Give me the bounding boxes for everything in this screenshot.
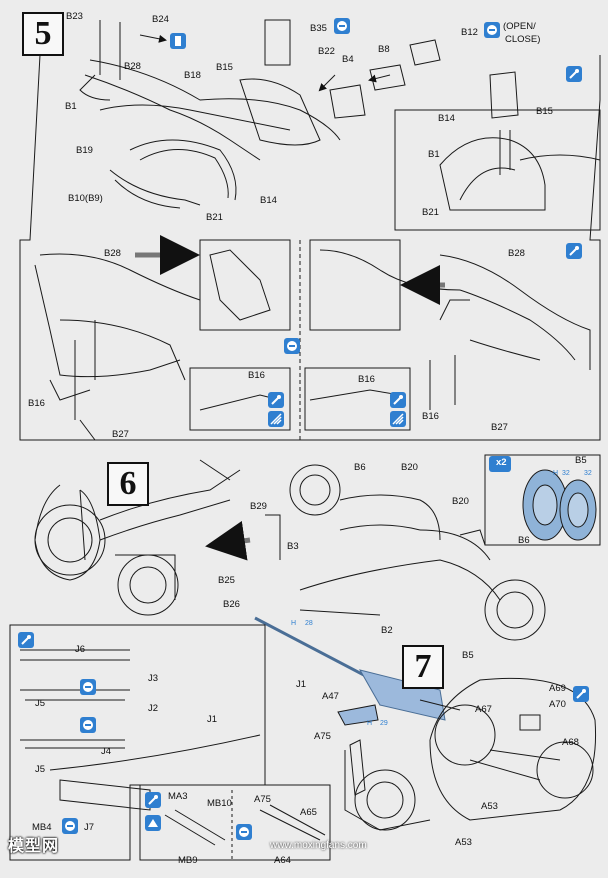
step-number-7: 7 — [402, 645, 444, 689]
part-label: B20 — [401, 462, 418, 473]
part-label: J1 — [296, 679, 307, 690]
part-label: B20 — [452, 496, 469, 507]
paint-icon — [390, 411, 406, 427]
watermark-brand: 模型网 — [8, 838, 60, 855]
step-number-6: 6 — [107, 462, 149, 506]
part-label: A53 — [481, 801, 498, 812]
part-label: B14 — [260, 195, 277, 206]
part-label: B4 — [342, 54, 354, 65]
optional-icon — [334, 18, 350, 34]
part-label: B2 — [381, 625, 393, 636]
part-label: J1 — [207, 714, 218, 725]
part-label: J2 — [148, 703, 159, 714]
part-label: B25 — [218, 575, 235, 586]
optional-icon — [80, 717, 96, 733]
part-label: B27 — [112, 429, 129, 440]
part-label: J6 — [75, 644, 86, 655]
glue-icon — [566, 243, 582, 259]
part-label: B28 — [508, 248, 525, 259]
part-label: B24 — [152, 14, 169, 25]
part-label: B28 — [104, 248, 121, 259]
part-label: B5 — [575, 455, 587, 466]
part-label: MB4 — [32, 822, 52, 833]
part-label: A64 — [274, 855, 291, 866]
part-label: B21 — [422, 207, 439, 218]
part-label: A67 — [475, 704, 492, 715]
sprue-tag: H — [367, 720, 373, 727]
sprue-tag: H — [553, 470, 559, 477]
part-label: B19 — [76, 145, 93, 156]
part-label: B15 — [536, 106, 553, 117]
glue-icon — [18, 632, 34, 648]
sprue-number: 29 — [380, 720, 388, 727]
part-label: J5 — [35, 698, 46, 709]
optional-icon — [484, 22, 500, 38]
optional-icon — [62, 818, 78, 834]
part-label: MB10 — [207, 798, 232, 809]
watermark-url: www.moxingfans.com — [270, 840, 367, 851]
part-label: B1 — [65, 101, 77, 112]
part-label: CLOSE) — [505, 34, 541, 45]
part-label: B15 — [216, 62, 233, 73]
part-label: A68 — [562, 737, 579, 748]
part-label: B21 — [206, 212, 223, 223]
glue-icon — [566, 66, 582, 82]
part-label: B28 — [124, 61, 141, 72]
optional-icon — [284, 338, 300, 354]
sprue-number: 32 — [562, 470, 570, 477]
paint-icon — [268, 411, 284, 427]
glue-icon — [390, 392, 406, 408]
part-label: B27 — [491, 422, 508, 433]
part-label: A75 — [254, 794, 271, 805]
part-label: B14 — [438, 113, 455, 124]
quantity-label: x2 — [496, 457, 507, 468]
step-number-5: 5 — [22, 12, 64, 56]
make-two-icon — [489, 456, 511, 472]
part-label: B6 — [518, 535, 530, 546]
optional-icon — [80, 679, 96, 695]
part-label: B23 — [66, 11, 83, 22]
part-label: J5 — [35, 764, 46, 775]
part-label: B35 — [310, 23, 327, 34]
part-label: B10(B9) — [68, 193, 103, 204]
part-label: B22 — [318, 46, 335, 57]
part-label: A53 — [455, 837, 472, 848]
part-label: A70 — [549, 699, 566, 710]
part-label: B8 — [378, 44, 390, 55]
part-label: MA3 — [168, 791, 188, 802]
sprue-number: 28 — [305, 620, 313, 627]
part-label: A69 — [549, 683, 566, 694]
part-label: B1 — [428, 149, 440, 160]
part-label: B12 — [461, 27, 478, 38]
glue-icon — [573, 686, 589, 702]
glue-icon — [145, 792, 161, 808]
part-label: B16 — [422, 411, 439, 422]
optional-icon — [236, 824, 252, 840]
part-label: B16 — [358, 374, 375, 385]
glue-icon — [268, 392, 284, 408]
part-label: B3 — [287, 541, 299, 552]
part-label: A75 — [314, 731, 331, 742]
part-label: B18 — [184, 70, 201, 81]
part-label: B5 — [462, 650, 474, 661]
part-label: (OPEN/ — [503, 21, 536, 32]
part-label: MB9 — [178, 855, 198, 866]
part-label: B26 — [223, 599, 240, 610]
part-label: B16 — [28, 398, 45, 409]
sprue-tag: H — [291, 620, 297, 627]
decal-icon — [145, 815, 161, 831]
sprue-number: 32 — [584, 470, 592, 477]
cement-icon — [170, 33, 186, 49]
part-label: J4 — [101, 746, 112, 757]
part-label: B29 — [250, 501, 267, 512]
part-label: J7 — [84, 822, 95, 833]
part-label: A65 — [300, 807, 317, 818]
part-label: B16 — [248, 370, 265, 381]
part-label: A47 — [322, 691, 339, 702]
part-label: B6 — [354, 462, 366, 473]
part-label: J3 — [148, 673, 159, 684]
